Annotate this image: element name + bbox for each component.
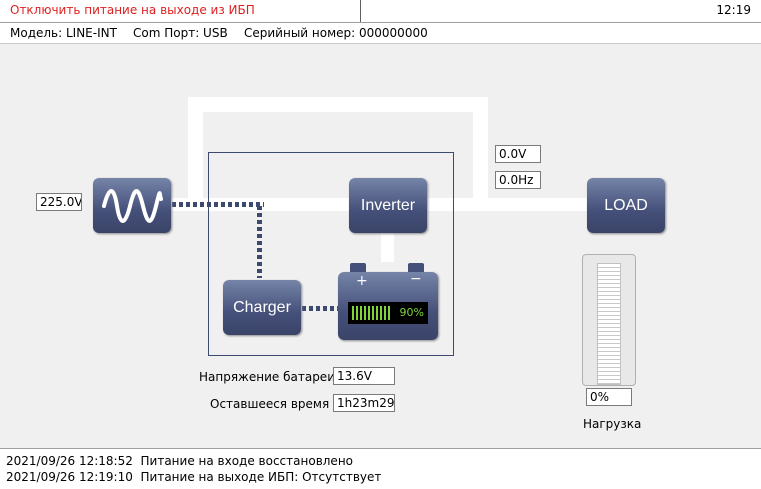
input-voltage-field: 225.0V	[36, 193, 82, 211]
log-entry: 2021/09/26 12:19:10 Питание на выходе ИБ…	[6, 470, 381, 484]
load-meter	[582, 254, 636, 386]
inverter-battery-wire	[381, 232, 394, 262]
sine-wave-icon	[102, 188, 163, 223]
log-entry: 2021/09/26 12:18:52 Питание на входе вос…	[6, 454, 353, 468]
topbar-divider	[360, 0, 361, 22]
log-time: 2021/09/26 12:18:52	[6, 454, 133, 468]
remaining-time-label: Оставшееся время	[210, 397, 330, 411]
inverter-label: Inverter	[360, 196, 416, 214]
port-info: Com Порт: USB	[133, 26, 228, 40]
battery-minus-sign: −	[410, 271, 422, 287]
battery-percent: 90%	[399, 306, 424, 319]
load-block[interactable]: LOAD	[587, 178, 665, 233]
load-meter-scale	[597, 263, 621, 385]
battery-terminal-minus	[408, 263, 424, 272]
serial-info: Серийный номер: 000000000	[244, 26, 428, 40]
battery-voltage-field: 13.6V	[333, 367, 395, 385]
remaining-time-field: 1h23m29s	[333, 394, 395, 412]
log-message: Питание на выходе ИБП: Отсутствует	[140, 470, 382, 484]
model-info: Модель: LINE-INT	[10, 26, 117, 40]
load-percent-field: 0%	[586, 388, 632, 406]
battery-block[interactable]: + − 90%	[338, 263, 438, 340]
battery-voltage-label: Напряжение батареи	[199, 370, 335, 384]
input-dotted-line	[172, 202, 264, 207]
output-frequency-field: 0.0Hz	[495, 171, 541, 189]
top-status-bar: Отключить питание на выходе из ИБП 12:19	[0, 0, 761, 23]
load-meter-label: Нагрузка	[583, 417, 642, 431]
battery-level-display: 90%	[348, 302, 428, 324]
load-label: LOAD	[604, 196, 648, 214]
log-time: 2021/09/26 12:19:10	[6, 470, 133, 484]
ups-output-off-alert: Отключить питание на выходе из ИБП	[10, 3, 255, 17]
ups-internal-frame	[208, 152, 454, 356]
clock: 12:19	[716, 3, 751, 17]
output-voltage-field: 0.0V	[495, 145, 541, 163]
battery-terminal-plus	[350, 263, 366, 272]
bypass-wire-right	[473, 97, 488, 209]
charger-battery-dotted-line	[302, 306, 338, 311]
bypass-wire-top	[188, 97, 488, 112]
inverter-block[interactable]: Inverter	[349, 178, 427, 233]
battery-plus-sign: +	[356, 273, 368, 289]
bypass-wire-left	[188, 97, 203, 207]
charger-block[interactable]: Charger	[223, 280, 301, 335]
ac-input-block[interactable]	[93, 178, 171, 233]
battery-level-bars	[352, 306, 392, 320]
device-info-bar: Модель: LINE-INT Com Порт: USB Серийный …	[0, 23, 761, 44]
event-log: 2021/09/26 12:18:52 Питание на входе вос…	[0, 448, 761, 489]
log-message: Питание на входе восстановлено	[140, 454, 353, 468]
charger-dotted-line	[257, 206, 262, 278]
charger-label: Charger	[233, 298, 291, 316]
